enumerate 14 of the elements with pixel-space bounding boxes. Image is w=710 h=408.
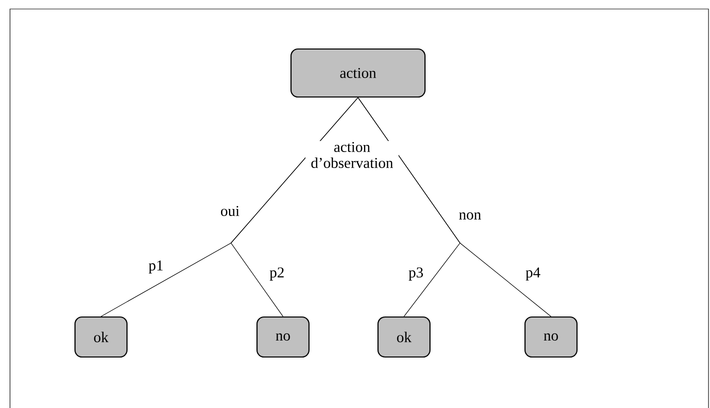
branch-line [230, 97, 358, 317]
branch-label: non [458, 211, 482, 221]
branch-line [358, 97, 552, 317]
outcome-box: ok [74, 316, 128, 358]
action-box: action [290, 48, 426, 98]
branch-label: action d’observation [305, 140, 399, 170]
edge-label: p1 [148, 259, 164, 275]
edge-label: p3 [408, 266, 424, 282]
outcome-box: no [524, 316, 578, 358]
edge-label: p4 [524, 266, 542, 282]
edge-label: p2 [268, 266, 286, 282]
outcome-box: ok [377, 316, 431, 358]
outcome-box: no [256, 316, 310, 358]
branch-label: oui [219, 204, 241, 218]
